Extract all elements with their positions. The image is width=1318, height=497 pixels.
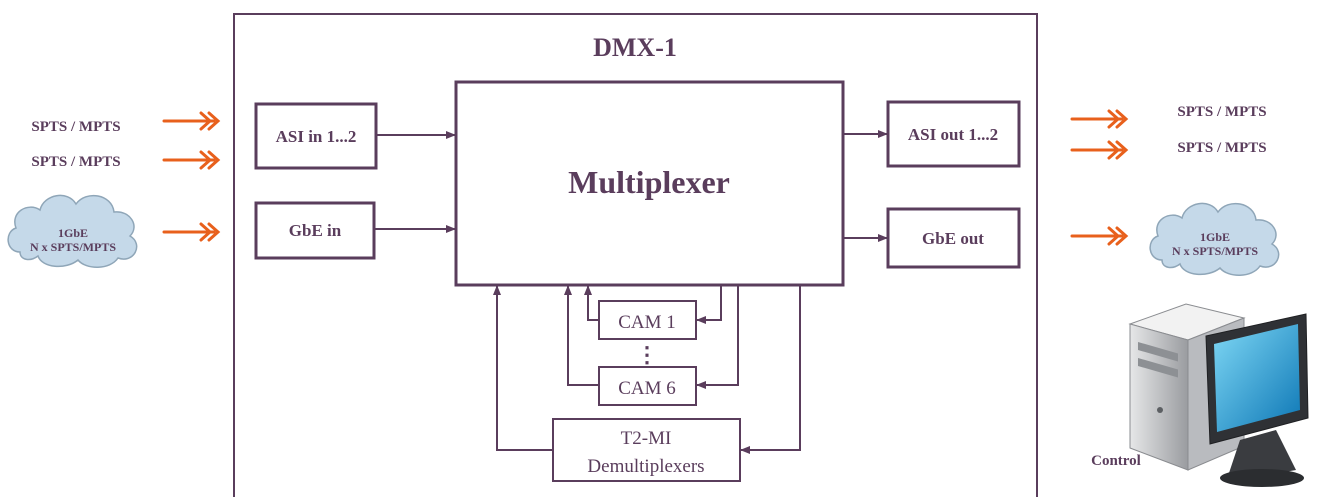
output-stream-label-1: SPTS / MPTS [1177, 104, 1266, 120]
orange-double-arrow-icon [162, 150, 221, 170]
output-cloud-line2: N x SPTS/MPTS [1172, 244, 1258, 258]
output-cloud-line1: 1GbE [1200, 230, 1230, 244]
arrow-cam6-to-mux [564, 285, 599, 386]
asi-in-label: ASI in 1...2 [276, 127, 357, 146]
input-cloud-line1: 1GbE [58, 226, 88, 240]
dmx1-frame [233, 13, 1038, 497]
demux-label-line2: Demultiplexers [587, 456, 704, 477]
computer-icon [1128, 303, 1309, 487]
arrow-mux-to-cam1 [696, 286, 722, 324]
demux-label-line1: T2-MI [621, 428, 672, 449]
arrow-mux-to-demux [740, 286, 801, 454]
gbe-out-block [886, 207, 1021, 269]
orange-output-arrows [1070, 109, 1129, 246]
orange-double-arrow-icon [1070, 226, 1129, 246]
asi-out-label: ASI out 1...2 [908, 125, 998, 144]
cam-ellipsis: ⋮ [636, 342, 658, 367]
orange-double-arrow-icon [1070, 140, 1129, 160]
gbe-out-label: GbE out [922, 229, 984, 248]
cam1-block [598, 300, 697, 340]
output-cloud-icon [1149, 202, 1280, 276]
orange-double-arrow-icon [1070, 109, 1129, 129]
orange-double-arrow-icon [162, 222, 221, 242]
demux-block [552, 418, 741, 482]
cam6-block [598, 366, 697, 406]
device-title: DMX-1 [593, 33, 677, 62]
arrow-cam1-to-mux [584, 285, 599, 321]
cam6-label: CAM 6 [618, 378, 676, 399]
output-stream-label-2: SPTS / MPTS [1177, 140, 1266, 156]
orange-input-arrows [162, 111, 221, 242]
input-stream-label-2: SPTS / MPTS [31, 154, 120, 170]
orange-double-arrow-icon [162, 111, 221, 131]
asi-in-block [254, 102, 378, 170]
multiplexer-label: Multiplexer [568, 164, 730, 200]
multiplexer-block [454, 80, 845, 287]
gbe-in-label: GbE in [289, 221, 342, 240]
arrow-mux-to-cam6 [696, 286, 739, 389]
asi-out-block [886, 100, 1021, 168]
gbe-in-block [254, 201, 376, 260]
control-label: Control [1091, 453, 1141, 469]
arrow-demux-to-mux [493, 285, 553, 451]
cam1-label: CAM 1 [618, 312, 676, 333]
input-stream-label-1: SPTS / MPTS [31, 119, 120, 135]
internal-connections [374, 130, 888, 454]
input-cloud-icon [7, 194, 138, 268]
input-cloud-line2: N x SPTS/MPTS [30, 240, 116, 254]
